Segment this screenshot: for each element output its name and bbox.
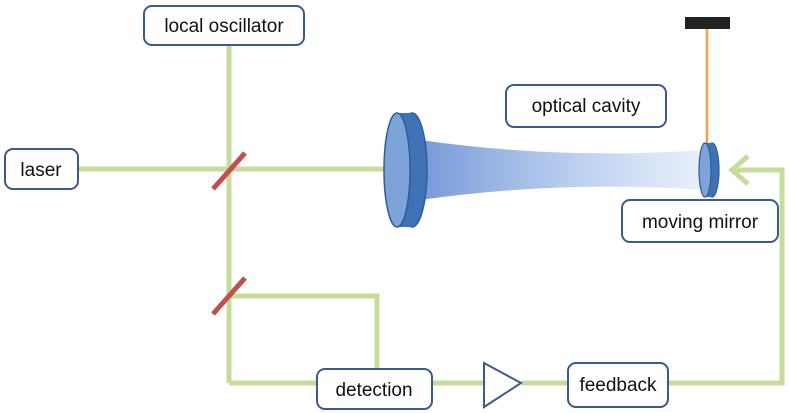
beam-splitter-icon <box>211 276 247 316</box>
feedback-label: feedback <box>579 375 657 396</box>
laser-label: laser <box>20 160 62 181</box>
moving-mirror-optic <box>698 142 720 198</box>
cavity-mode-beam <box>420 140 705 200</box>
detection-box: detection <box>316 368 433 410</box>
feedback-box: feedback <box>567 362 669 408</box>
beam-splitter-icon <box>211 151 247 191</box>
moving-mirror-front-face <box>698 142 712 198</box>
detection-label: detection <box>335 380 412 401</box>
input-mirror-front-face <box>383 112 411 228</box>
feedback-loop-path <box>668 167 785 386</box>
moving-mirror-box: moving mirror <box>621 199 779 243</box>
optical-cavity-label: optical cavity <box>532 96 641 117</box>
amplifier-triangle-icon <box>483 361 523 409</box>
beam-paths <box>78 45 785 386</box>
optical-cavity-box: optical cavity <box>505 84 667 128</box>
mirror-mount <box>685 17 730 29</box>
laser-box: laser <box>4 148 79 190</box>
local-oscillator-box: local oscillator <box>143 5 305 46</box>
feedback-arrowhead-icon <box>728 154 750 186</box>
local-oscillator-label: local oscillator <box>164 16 284 37</box>
input-mirror <box>383 112 428 228</box>
moving-mirror-label: moving mirror <box>642 212 759 233</box>
split-beam-path <box>229 293 380 368</box>
